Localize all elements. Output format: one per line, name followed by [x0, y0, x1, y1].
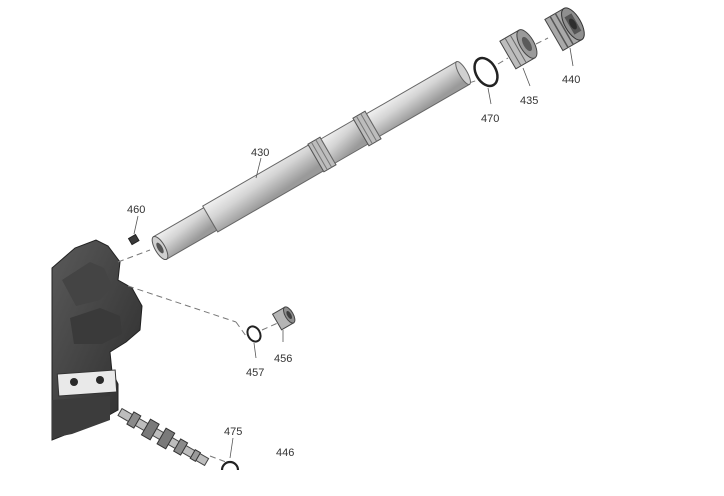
bushing-part	[499, 29, 538, 70]
callout-430: 430	[251, 147, 269, 159]
retaining-ring-part	[473, 56, 499, 88]
lower-spindle-part	[117, 407, 210, 467]
housing-body	[51, 239, 143, 441]
end-cap-part	[544, 7, 585, 52]
leader-lines	[133, 47, 574, 459]
callout-457: 457	[246, 367, 264, 379]
callout-446: 446	[276, 447, 294, 459]
callout-435: 435	[520, 95, 538, 107]
shaft-part	[151, 61, 471, 261]
clip-part	[220, 460, 240, 471]
callout-470: 470	[481, 113, 499, 125]
sleeve-part	[271, 306, 296, 331]
snap-ring-part	[246, 325, 262, 343]
callout-440: 440	[562, 74, 580, 86]
assembly-lines	[117, 37, 549, 463]
callout-475: 475	[224, 426, 242, 438]
callout-456: 456	[274, 353, 292, 365]
set-screw-part	[127, 233, 140, 246]
callout-460: 460	[127, 204, 145, 216]
part-callouts: 440 435 470 430 460 456 457 475 446	[127, 74, 580, 459]
